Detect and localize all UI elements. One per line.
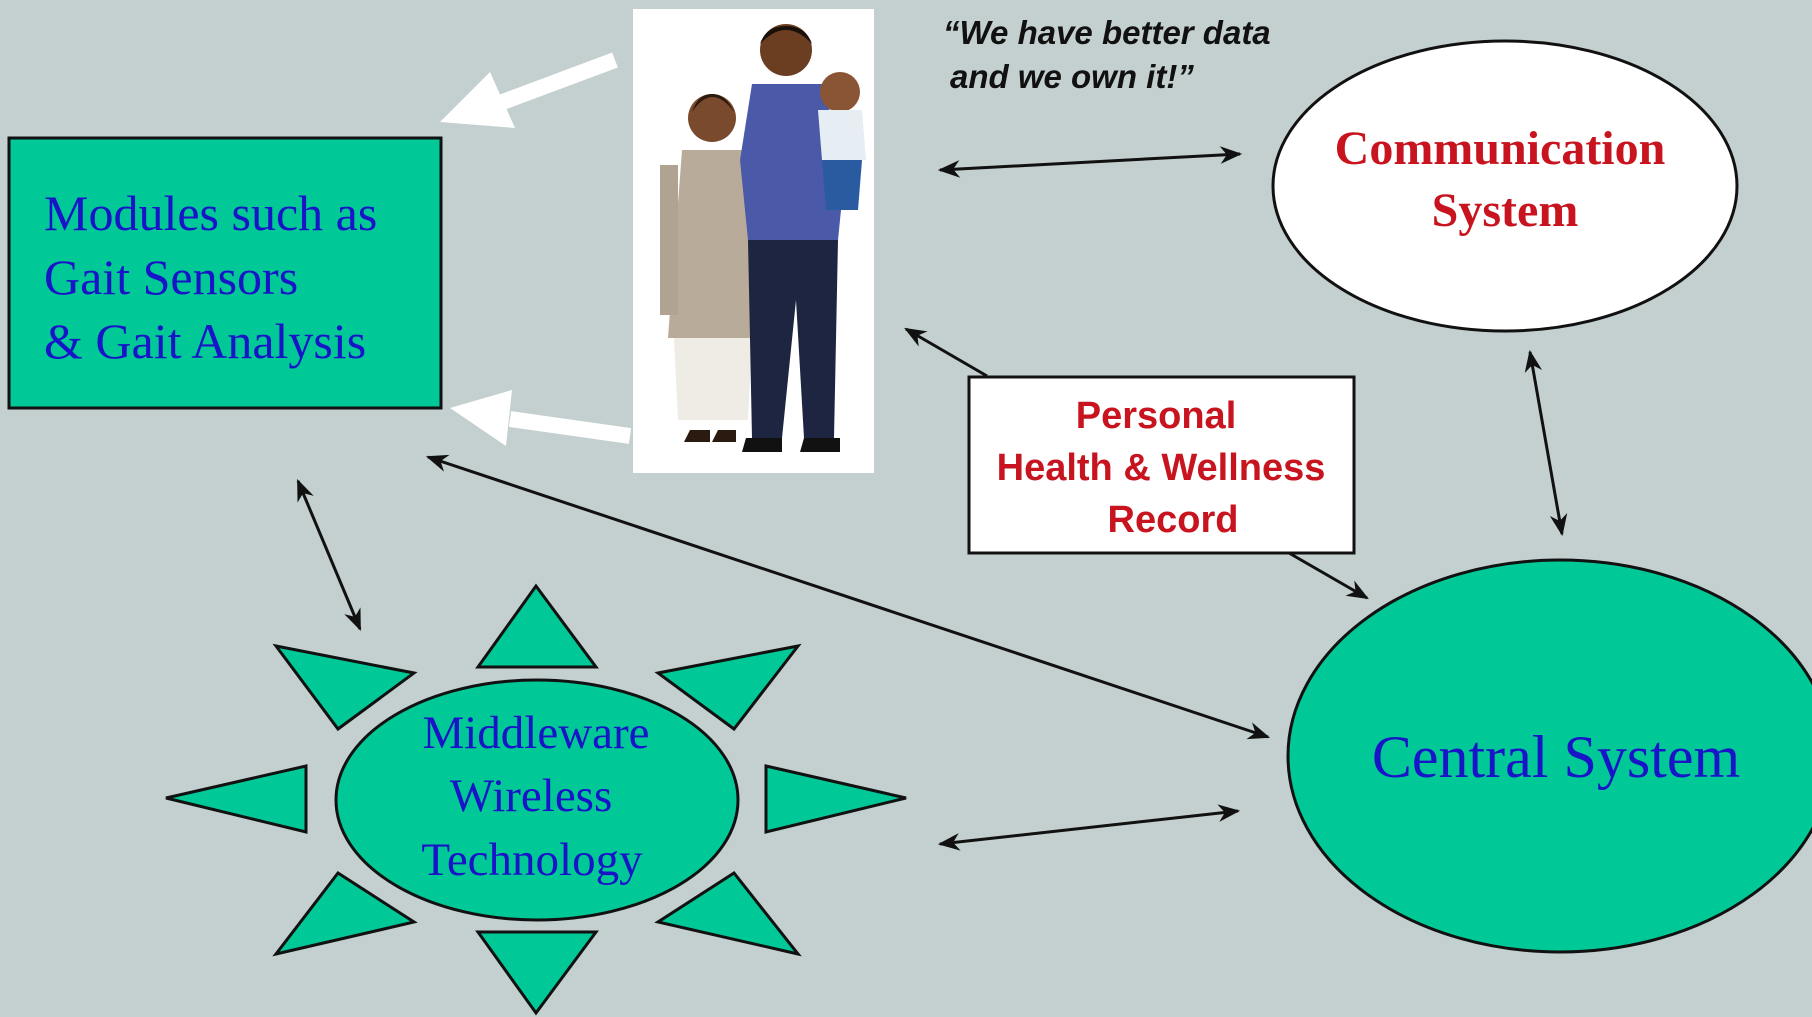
middleware-label-line3: Technology xyxy=(421,834,643,886)
connector-record-photo xyxy=(904,327,988,378)
modules-label-line2: Gait Sensors xyxy=(44,249,298,305)
record-node: Personal Health & Wellness Record xyxy=(967,375,1356,555)
central-label: Central System xyxy=(1372,724,1740,790)
connector-modules-middleware xyxy=(296,478,362,632)
quote-line2: and we own it!” xyxy=(950,58,1194,95)
modules-label-line3: & Gait Analysis xyxy=(44,313,366,369)
record-label-line2: Health & Wellness xyxy=(997,447,1326,489)
quote: “We have better data and we own it!” xyxy=(943,14,1271,95)
connector-communication-central xyxy=(1524,349,1568,537)
record-label-line1: Personal xyxy=(1076,395,1237,437)
middleware-node: Middleware Wireless Technology xyxy=(165,583,907,1016)
communication-label-line1: Communication xyxy=(1335,122,1666,175)
photo-to-modules-arrow-bottom xyxy=(450,390,632,446)
photo-to-modules-arrow-top xyxy=(440,52,618,128)
connector-photo-communication xyxy=(937,146,1243,178)
central-node: Central System xyxy=(1286,558,1812,954)
communication-node: Communication System xyxy=(1271,39,1739,333)
modules-label-line1: Modules such as xyxy=(44,185,377,241)
connector-middleware-central xyxy=(937,804,1241,851)
family-photo-icon xyxy=(660,24,866,452)
family-photo xyxy=(633,9,874,473)
connector-modules-central xyxy=(425,454,1271,740)
modules-node: Modules such as Gait Sensors & Gait Anal… xyxy=(7,136,443,410)
record-label-line3: Record xyxy=(1108,499,1239,541)
connector-record-central xyxy=(1288,551,1369,600)
middleware-label-line2: Wireless xyxy=(450,770,613,822)
quote-line1: “We have better data xyxy=(943,14,1271,51)
communication-label-line2: System xyxy=(1432,184,1579,237)
middleware-label-line1: Middleware xyxy=(422,707,649,759)
